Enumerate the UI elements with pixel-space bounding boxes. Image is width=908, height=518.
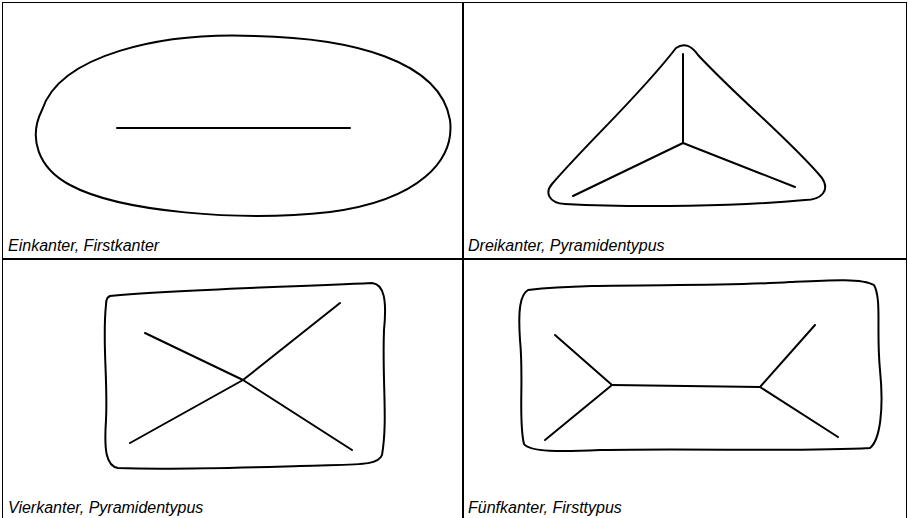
ridge-line: [545, 335, 612, 440]
stone-outline: [36, 36, 451, 216]
ridge-line: [117, 127, 350, 129]
ridge-line: [683, 143, 795, 187]
ridge-line: [145, 333, 352, 450]
ridge-line: [130, 303, 340, 443]
panel-cell: Vierkanter, Pyramidentypus: [2, 258, 464, 518]
ridge-line: [760, 325, 838, 437]
stone-outline: [519, 280, 881, 451]
panel-cell: Dreikanter, Pyramidentypus: [462, 2, 907, 260]
panel-caption: Dreikanter, Pyramidentypus: [468, 237, 665, 255]
stone-outline: [548, 45, 825, 206]
panel-caption: Vierkanter, Pyramidentypus: [8, 499, 203, 517]
panel-caption: Einkanter, Firstkanter: [8, 237, 159, 255]
panel-cell: Einkanter, Firstkanter: [2, 2, 464, 260]
panel-caption: Fünfkanter, Firsttypus: [468, 499, 622, 517]
stone-outline: [105, 283, 385, 469]
ridge-line: [573, 143, 683, 196]
ridge-line: [612, 385, 760, 387]
ridge-line: [682, 54, 684, 143]
panel-cell: Fünfkanter, Firsttypus: [462, 258, 907, 518]
